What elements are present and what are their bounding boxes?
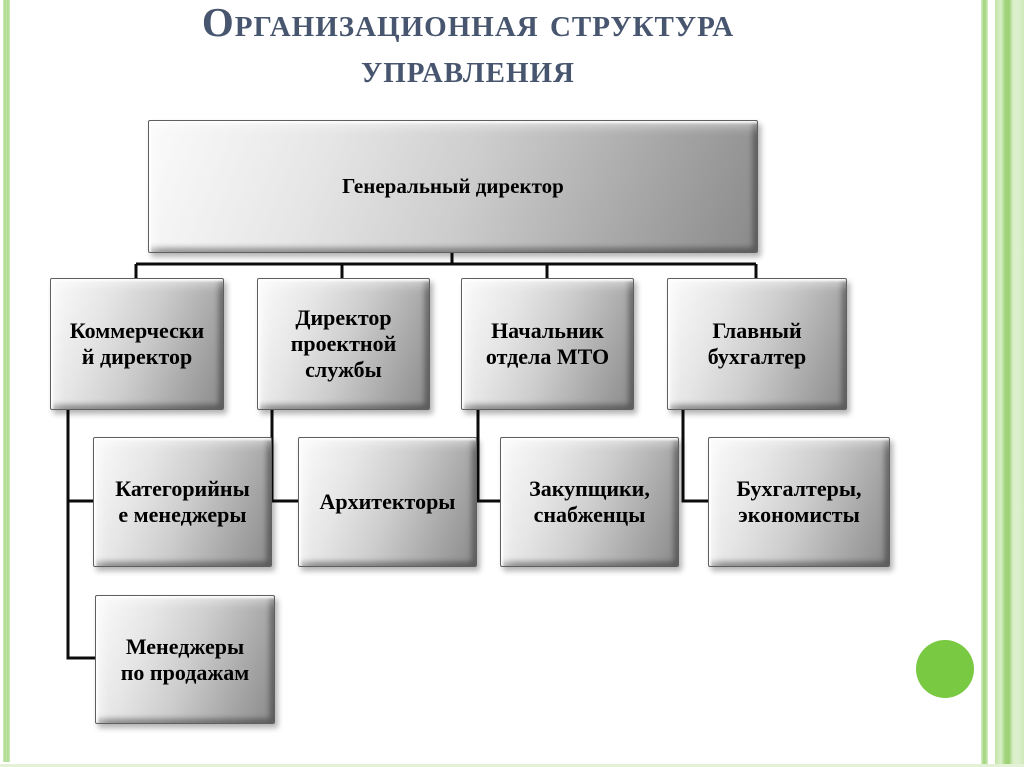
org-node-label: Главный бухгалтер <box>707 318 807 369</box>
org-node-chief-accountant: Главный бухгалтер <box>667 278 847 410</box>
org-node-architects: Архитекторы <box>298 437 477 567</box>
org-node-project-service-director: Директор проектной службы <box>257 278 430 410</box>
bottom-green-strip-decoration <box>0 764 1024 767</box>
right-green-band-decoration <box>995 0 1024 767</box>
connector-mto-to-buyers <box>476 407 501 503</box>
org-node-label: Категорийны е менеджеры <box>115 476 250 527</box>
green-circle-decoration <box>916 640 974 698</box>
org-node-sales-managers: Менеджеры по продажам <box>95 595 275 724</box>
connector-project-to-architects <box>270 407 299 503</box>
org-node-label: Директор проектной службы <box>290 305 397 382</box>
right-green-stripe-decoration <box>981 0 988 767</box>
org-node-commercial-director: Коммерчески й директор <box>50 278 224 410</box>
org-node-label: Архитекторы <box>319 489 456 515</box>
org-node-category-managers: Категорийны е менеджеры <box>93 437 272 567</box>
connector-commercial-to-sales <box>66 407 96 660</box>
org-node-accountants-economists: Бухгалтеры, экономисты <box>708 437 890 567</box>
org-node-label: Менеджеры по продажам <box>120 633 250 685</box>
connector-accountant-to-accountants <box>681 407 709 503</box>
org-node-label: Бухгалтеры, экономисты <box>736 476 862 527</box>
org-node-buyers-suppliers: Закупщики, снабженцы <box>500 437 679 567</box>
org-node-label: Коммерчески й директор <box>69 318 205 369</box>
org-node-label: Начальник отдела МТО <box>485 318 610 369</box>
connector-ceo-bus <box>134 251 758 279</box>
org-node-label: Генеральный директор <box>342 174 564 199</box>
org-node-mto-department-head: Начальник отдела МТО <box>461 278 634 410</box>
left-green-stripe-decoration <box>3 0 10 762</box>
slide-title: Организационная структура управления <box>201 0 735 91</box>
org-node-label: Закупщики, снабженцы <box>529 476 650 527</box>
org-node-general-director: Генеральный директор <box>148 120 758 253</box>
